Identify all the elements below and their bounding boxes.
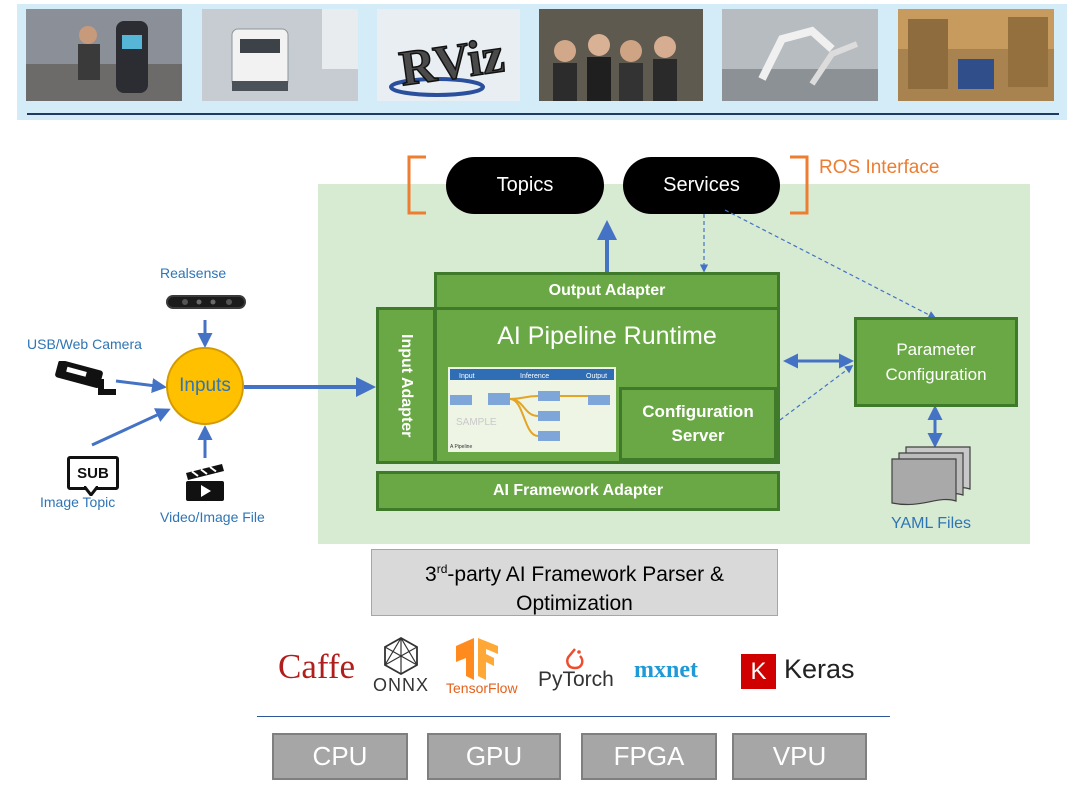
usb-camera-label: USB/Web Camera (27, 336, 142, 352)
hardware-fpga: FPGA (581, 733, 717, 780)
ai-framework-adapter[interactable]: AI Framework Adapter (376, 471, 780, 511)
runtime-title: AI Pipeline Runtime (497, 322, 717, 350)
hardware-gpu: GPU (427, 733, 561, 780)
svg-text:Output: Output (586, 373, 607, 380)
video-file-icon (186, 464, 224, 501)
keras-badge-letter: K (750, 657, 767, 685)
security-camera-icon (55, 361, 116, 395)
photo-4 (539, 9, 703, 101)
keras-label: Keras (784, 654, 855, 684)
keras-badge: K (741, 654, 776, 689)
photo-1 (26, 9, 182, 101)
services-pill[interactable]: Services (623, 157, 780, 214)
output-adapter-label: Output Adapter (548, 282, 666, 299)
realsense-camera-icon (166, 295, 246, 309)
yaml-files-label: YAML Files (891, 515, 972, 532)
hardware-divider (257, 716, 890, 717)
caffe-logo: Caffe (278, 647, 356, 686)
sub-icon-tail (84, 486, 98, 496)
services-label: Services (663, 174, 740, 196)
onnx-logo-icon (384, 636, 418, 676)
framework-parser-box: 3rd-party AI Framework Parser & Optimiza… (371, 549, 778, 616)
inputs-hub-label: Inputs (179, 375, 231, 396)
svg-text:A Pipeline: A Pipeline (450, 444, 472, 450)
topics-pill[interactable]: Topics (446, 157, 604, 214)
ros-interface-label: ROS Interface (819, 157, 940, 178)
ai-framework-adapter-label: AI Framework Adapter (492, 482, 664, 499)
image-topic-label: Image Topic (40, 494, 116, 510)
parser-line-2: Optimization (516, 592, 633, 615)
output-adapter[interactable]: Output Adapter (434, 272, 780, 310)
svg-text:Inference: Inference (520, 373, 549, 380)
hardware-vpu: VPU (732, 733, 867, 780)
inputs-hub[interactable]: Inputs (166, 347, 244, 425)
sample-pipeline-image: Input Inference Output SAMPLE A Pipeline (448, 367, 616, 452)
input-adapter[interactable]: Input Adapter (376, 307, 436, 464)
photo-2 (202, 9, 358, 101)
input-adapter-label: Input Adapter (398, 333, 415, 438)
configuration-server[interactable]: Configuration Server (619, 387, 777, 461)
sub-icon-text: SUB (77, 464, 109, 482)
parameter-configuration-label: Parameter Configuration (885, 340, 987, 384)
svg-text:Input: Input (459, 373, 475, 380)
sub-icon: SUB (67, 456, 119, 490)
video-file-label: Video/Image File (160, 509, 265, 525)
tensorflow-logo-icon (456, 638, 498, 680)
pytorch-logo-icon (566, 648, 584, 670)
tensorflow-label: TensorFlow (446, 680, 518, 696)
photo-5 (722, 9, 878, 101)
svg-text:SAMPLE: SAMPLE (456, 417, 497, 428)
yaml-files-icon (891, 446, 971, 506)
parser-line-1: 3rd-party AI Framework Parser & (425, 562, 724, 586)
photo-rviz: RViz (377, 9, 520, 101)
onnx-label: ONNX (373, 675, 430, 695)
hardware-cpu: CPU (272, 733, 408, 780)
topics-label: Topics (496, 174, 554, 196)
strip-divider (27, 113, 1059, 115)
parameter-configuration[interactable]: Parameter Configuration (854, 317, 1018, 407)
configuration-server-label: Configuration Server (642, 402, 754, 445)
photo-6 (898, 9, 1054, 101)
mxnet-logo: mxnet (634, 657, 698, 683)
pytorch-label: PyTorch (538, 668, 614, 691)
realsense-label: Realsense (160, 265, 227, 281)
